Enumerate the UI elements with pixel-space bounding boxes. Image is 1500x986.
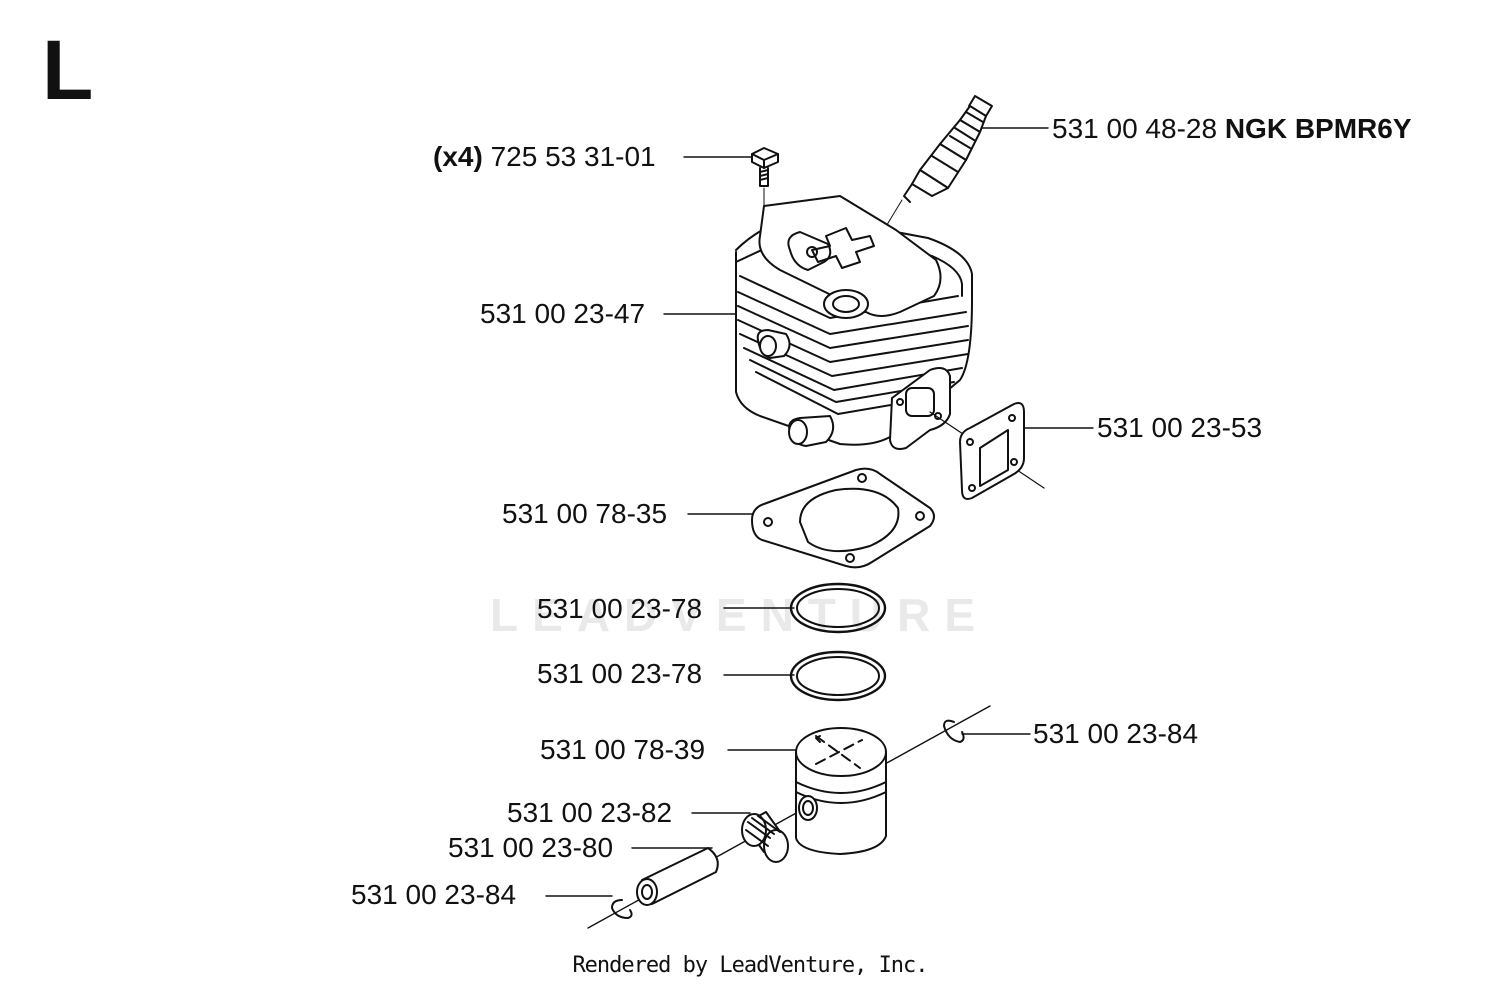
spark-plug bbox=[885, 96, 992, 228]
label-ring-upper: 531 00 23-78 bbox=[537, 593, 703, 624]
leader-lines bbox=[546, 128, 1093, 896]
piston bbox=[588, 706, 990, 928]
label-circlip-right: 531 00 23-84 bbox=[1033, 718, 1199, 749]
label-spark-plug: 531 00 48-28 NGK BPMR6Y bbox=[1052, 113, 1412, 144]
circlip-right bbox=[944, 721, 964, 742]
label-screw: (x4) 725 53 31-01 bbox=[433, 141, 656, 172]
label-needle-bearing: 531 00 23-82 bbox=[507, 797, 673, 828]
footer-credit: Rendered by LeadVenture, Inc. bbox=[572, 953, 928, 978]
exhaust-gasket bbox=[960, 403, 1024, 499]
label-piston-pin: 531 00 23-80 bbox=[448, 832, 614, 863]
label-piston: 531 00 78-39 bbox=[540, 734, 706, 765]
label-exhaust-gasket: 531 00 23-53 bbox=[1097, 412, 1263, 443]
base-gasket bbox=[752, 469, 934, 568]
label-circlip-left: 531 00 23-84 bbox=[351, 879, 517, 910]
label-base-gasket: 531 00 78-35 bbox=[502, 498, 668, 529]
label-cylinder: 531 00 23-47 bbox=[480, 298, 646, 329]
label-ring-lower: 531 00 23-78 bbox=[537, 658, 703, 689]
circlip-left bbox=[612, 900, 632, 918]
piston-rings bbox=[791, 584, 885, 700]
piston-pin bbox=[637, 848, 718, 905]
watermark: LEADVENTURE bbox=[490, 589, 990, 641]
needle-bearing bbox=[742, 812, 788, 862]
screw bbox=[752, 148, 778, 240]
section-letter: L bbox=[42, 23, 94, 117]
